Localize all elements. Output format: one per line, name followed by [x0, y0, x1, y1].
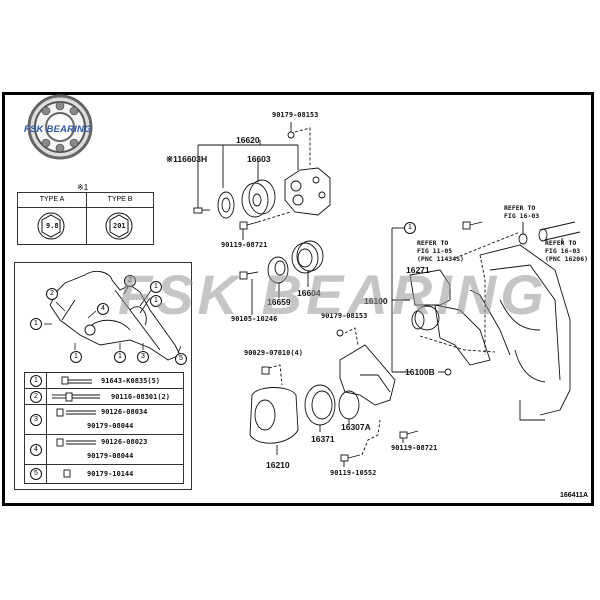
- tensioner-assembly: [193, 122, 331, 240]
- refer-fig-label: FIG 11-05: [417, 247, 453, 255]
- part-number: 90126-08034: [101, 408, 148, 416]
- bolt-row: 3 90126-08034 90179-08044: [25, 405, 183, 435]
- part-label: 90179-08153: [321, 312, 368, 320]
- note-marker: ※1: [77, 183, 89, 192]
- row-index: 3: [30, 414, 42, 426]
- part-label: 16307A: [341, 422, 371, 432]
- inset-callout: 2: [124, 275, 136, 287]
- bolt-row: 2 90116-08301(2): [25, 389, 183, 405]
- inset-callout: 1: [150, 295, 162, 307]
- type-b-header: TYPE B: [86, 193, 154, 208]
- part-label: 90119-10552: [330, 469, 377, 477]
- pulley-parts: [239, 240, 324, 315]
- part-label: ※116603H: [166, 154, 208, 164]
- refer-to-label: REFER TO: [545, 239, 577, 247]
- bearing-logo-icon: [27, 94, 93, 160]
- part-label: 90105-10246: [231, 315, 278, 323]
- inset-callout: 3: [137, 351, 149, 363]
- logo-text: FSK BEARING: [24, 124, 92, 135]
- type-b-column: TYPE B 201: [86, 193, 154, 244]
- part-label: 90029-07010(4): [244, 349, 304, 357]
- water-pump-assembly: [391, 221, 581, 421]
- inset-callout: 1: [30, 318, 42, 330]
- inset-callout: 5: [175, 353, 187, 365]
- fan-bracket-assembly: [249, 327, 419, 467]
- type-a-bolt-icon: [37, 212, 65, 240]
- timing-cover-outline: [49, 270, 181, 361]
- inset-callout: 4: [97, 303, 109, 315]
- part-label: 16620: [236, 135, 260, 145]
- part-label: 16603: [247, 154, 271, 164]
- refer-fig-label: FIG 16-03: [545, 247, 581, 255]
- type-a-header: TYPE A: [18, 193, 86, 208]
- part-label: 16210: [266, 460, 290, 470]
- timing-cover-inset: [14, 262, 192, 490]
- bolt-row: 4 90126-08023 90179-08044: [25, 435, 183, 465]
- part-label: 16271: [406, 265, 430, 275]
- refer-to-label: REFER TO: [417, 239, 449, 247]
- type-b-marking: 201: [113, 222, 126, 230]
- part-label: 16604: [297, 288, 321, 298]
- callout-1: 1: [404, 222, 416, 234]
- bolt-row: 1 91643-K0835(5): [25, 373, 183, 389]
- row-index: 4: [30, 444, 42, 456]
- watermark: FSK BEARING: [118, 263, 548, 326]
- refer-fig-label: FIG 16-03: [504, 212, 540, 220]
- figure-number: 166411A: [559, 492, 588, 499]
- row-index: 2: [30, 391, 42, 403]
- part-label: 16659: [267, 297, 291, 307]
- bolt-type-table: TYPE A 9.8 TYPE B 201: [17, 192, 154, 245]
- part-label: 16371: [311, 434, 335, 444]
- bolt-row: 5 90179-10144: [25, 465, 183, 483]
- part-number: 91643-K0835(5): [101, 377, 161, 385]
- bolt-table-glyphs: [52, 376, 100, 478]
- part-label: 90119-08721: [391, 444, 438, 452]
- refer-pnc-label: (PNC 16206): [545, 255, 589, 263]
- inset-callout: 2: [46, 288, 58, 300]
- part-number: 90179-08044: [87, 452, 134, 460]
- part-label: 16100: [364, 296, 388, 306]
- bolt-reference-table: 1 91643-K0835(5) 2 90116-08301(2) 3 9012…: [24, 372, 184, 484]
- inset-callout: 1: [150, 281, 162, 293]
- part-label: 90119-08721: [221, 241, 268, 249]
- row-index: 1: [30, 375, 42, 387]
- type-a-column: TYPE A 9.8: [18, 193, 87, 244]
- refer-pnc-label: (PNC 11434S): [417, 255, 464, 263]
- type-b-bolt-icon: [105, 212, 133, 240]
- part-label: 16100B: [405, 367, 435, 377]
- inset-callout: 1: [114, 351, 126, 363]
- row-index: 5: [30, 468, 42, 480]
- part-number: 90179-08044: [87, 422, 134, 430]
- part-number: 90126-08023: [101, 438, 148, 446]
- refer-to-label: REFER TO: [504, 204, 536, 212]
- part-number: 90116-08301(2): [111, 393, 171, 401]
- part-number: 90179-10144: [87, 470, 134, 478]
- type-a-marking: 9.8: [46, 222, 59, 230]
- inset-callout: 1: [70, 351, 82, 363]
- part-label: 90179-08153: [272, 111, 319, 119]
